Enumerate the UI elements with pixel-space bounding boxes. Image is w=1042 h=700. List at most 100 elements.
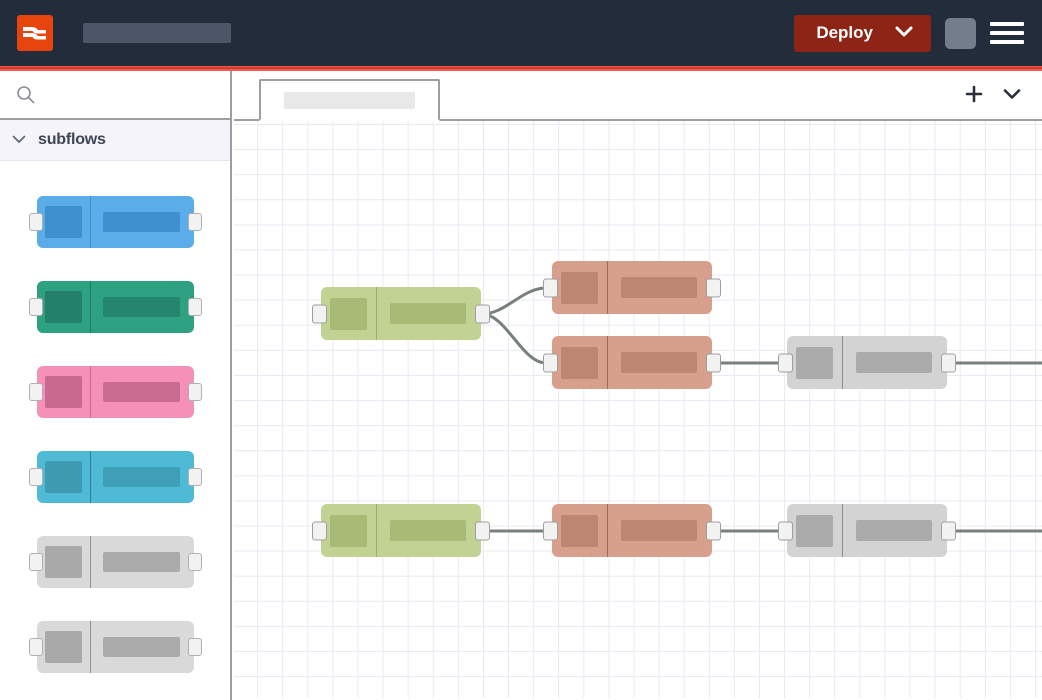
palette-node-item bbox=[0, 264, 230, 349]
tabbar-actions bbox=[964, 84, 1022, 109]
palette-node-output-port[interactable] bbox=[187, 467, 202, 486]
palette-category-subflows[interactable]: subflows bbox=[0, 120, 230, 161]
palette-node-output-port[interactable] bbox=[187, 297, 202, 316]
palette-node-2[interactable] bbox=[28, 280, 202, 333]
palette-node-input-port[interactable] bbox=[28, 467, 43, 486]
flow-node-gray-top[interactable] bbox=[778, 336, 956, 389]
palette-node-input-port[interactable] bbox=[28, 297, 43, 316]
node-input-port[interactable] bbox=[312, 304, 327, 323]
node-input-port[interactable] bbox=[778, 353, 793, 372]
palette-search-bar[interactable] bbox=[0, 71, 230, 120]
palette-node-divider bbox=[89, 280, 91, 333]
palette-node-output-port[interactable] bbox=[187, 212, 202, 231]
node-output-port[interactable] bbox=[475, 304, 490, 323]
node-divider bbox=[607, 504, 608, 557]
node-icon bbox=[561, 346, 598, 379]
palette-node-icon bbox=[44, 630, 82, 663]
flow-node-green-top[interactable] bbox=[312, 287, 490, 340]
flow-node-green-bottom[interactable] bbox=[312, 504, 490, 557]
flow-node-salmon-top-b[interactable] bbox=[543, 336, 721, 389]
node-input-port[interactable] bbox=[778, 521, 793, 540]
node-label-placeholder bbox=[856, 352, 932, 373]
flow-node-gray-bottom[interactable] bbox=[778, 504, 956, 557]
palette-node-item bbox=[0, 604, 230, 689]
palette-node-item bbox=[0, 519, 230, 604]
chevron-down-icon[interactable] bbox=[895, 23, 913, 43]
chevron-down-icon[interactable] bbox=[12, 131, 26, 149]
flow-tab-1[interactable] bbox=[259, 79, 440, 121]
palette-node-label-placeholder bbox=[102, 466, 180, 487]
palette-node-5[interactable] bbox=[28, 535, 202, 588]
node-output-port[interactable] bbox=[475, 521, 490, 540]
node-divider bbox=[376, 504, 377, 557]
palette-node-output-port[interactable] bbox=[187, 382, 202, 401]
wire-green-to-salmon-b[interactable] bbox=[480, 312, 548, 365]
palette-node-output-port[interactable] bbox=[187, 637, 202, 656]
hamburger-menu-icon[interactable] bbox=[990, 20, 1024, 46]
node-label-placeholder bbox=[390, 520, 466, 541]
palette-node-output-port[interactable] bbox=[187, 552, 202, 571]
node-divider bbox=[842, 504, 843, 557]
node-red-logo-icon[interactable] bbox=[17, 15, 53, 51]
palette-node-divider bbox=[89, 535, 91, 588]
node-divider bbox=[607, 336, 608, 389]
flow-tabbar bbox=[234, 71, 1042, 121]
palette-category-label: subflows bbox=[38, 131, 106, 148]
node-input-port[interactable] bbox=[543, 278, 558, 297]
node-label-placeholder bbox=[621, 520, 697, 541]
palette-node-input-port[interactable] bbox=[28, 552, 43, 571]
palette-node-divider bbox=[89, 450, 91, 503]
wire-green-to-salmon-a[interactable] bbox=[480, 286, 548, 316]
palette-node-label-placeholder bbox=[102, 636, 180, 657]
palette-node-1[interactable] bbox=[28, 195, 202, 248]
palette-node-6[interactable] bbox=[28, 620, 202, 673]
node-input-port[interactable] bbox=[312, 521, 327, 540]
flow-tab-1-label-placeholder bbox=[284, 91, 415, 109]
node-divider bbox=[376, 287, 377, 340]
flow-node-salmon-top-a[interactable] bbox=[543, 261, 721, 314]
palette-node-label-placeholder bbox=[102, 551, 180, 572]
chevron-down-icon[interactable] bbox=[1002, 87, 1022, 106]
palette-node-icon bbox=[44, 205, 82, 238]
node-input-port[interactable] bbox=[543, 353, 558, 372]
palette-node-icon bbox=[44, 375, 82, 408]
user-avatar-icon[interactable] bbox=[945, 17, 976, 49]
node-divider bbox=[842, 336, 843, 389]
plus-icon[interactable] bbox=[964, 84, 984, 109]
palette-node-input-port[interactable] bbox=[28, 382, 43, 401]
node-output-port[interactable] bbox=[706, 521, 721, 540]
node-label-placeholder bbox=[856, 520, 932, 541]
palette-node-item bbox=[0, 179, 230, 264]
node-label-placeholder bbox=[621, 277, 697, 298]
node-icon bbox=[561, 271, 598, 304]
palette-node-input-port[interactable] bbox=[28, 637, 43, 656]
node-output-port[interactable] bbox=[941, 353, 956, 372]
node-output-port[interactable] bbox=[706, 278, 721, 297]
palette-node-4[interactable] bbox=[28, 450, 202, 503]
palette-node-list bbox=[0, 161, 230, 689]
node-icon bbox=[330, 514, 367, 547]
app-header: Deploy bbox=[0, 0, 1042, 66]
node-icon bbox=[796, 346, 833, 379]
node-output-port[interactable] bbox=[706, 353, 721, 372]
flow-node-salmon-bottom[interactable] bbox=[543, 504, 721, 557]
node-input-port[interactable] bbox=[543, 521, 558, 540]
palette-node-divider bbox=[89, 620, 91, 673]
palette-node-label-placeholder bbox=[102, 296, 180, 317]
node-label-placeholder bbox=[390, 303, 466, 324]
palette-node-icon bbox=[44, 460, 82, 493]
deploy-button[interactable]: Deploy bbox=[794, 14, 931, 52]
palette-node-3[interactable] bbox=[28, 365, 202, 418]
node-icon bbox=[796, 514, 833, 547]
palette-node-divider bbox=[89, 195, 91, 248]
flow-canvas[interactable] bbox=[234, 121, 1042, 698]
palette-sidebar: subflows bbox=[0, 71, 232, 700]
node-output-port[interactable] bbox=[941, 521, 956, 540]
palette-node-item bbox=[0, 349, 230, 434]
node-icon bbox=[561, 514, 598, 547]
flow-workspace bbox=[234, 71, 1042, 700]
palette-node-input-port[interactable] bbox=[28, 212, 43, 231]
wire-layer bbox=[480, 286, 1042, 533]
search-icon[interactable] bbox=[16, 85, 35, 104]
